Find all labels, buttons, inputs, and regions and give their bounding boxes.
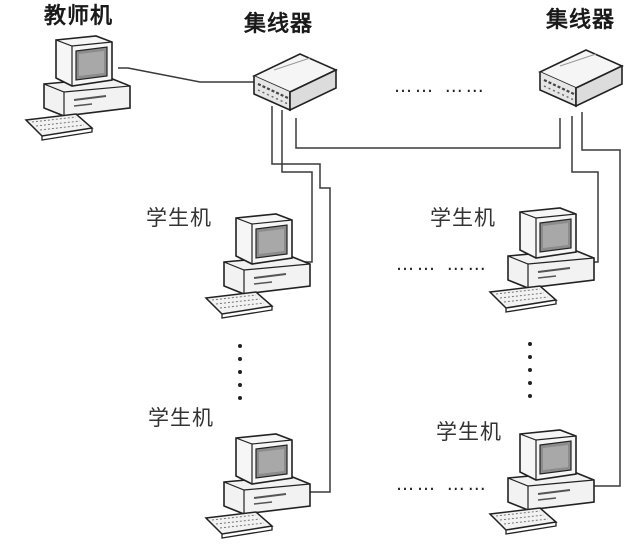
- link-hub2-student4: [581, 112, 621, 487]
- ellipsis-middle: …… ……: [396, 254, 489, 275]
- connection-lines: [118, 67, 621, 493]
- link-teacher-hub1: [118, 67, 256, 83]
- hub-label-right: 集线器: [546, 8, 616, 33]
- link-hub1-student2: [271, 106, 331, 493]
- vertical-ellipsis-left: [238, 344, 244, 409]
- teacher-label: 教师机: [44, 4, 114, 29]
- computer-icon: [205, 433, 311, 539]
- student-label: 学生机: [148, 406, 214, 430]
- vertical-ellipsis-right: [528, 342, 534, 407]
- ellipsis-top: …… ……: [394, 76, 487, 97]
- computer-icon: [25, 35, 131, 141]
- hub-icon: [252, 52, 338, 112]
- hub-label-left: 集线器: [244, 12, 314, 37]
- student-label: 学生机: [436, 420, 502, 444]
- computer-icon: [489, 207, 595, 313]
- link-hub1-hub2: [295, 118, 561, 149]
- hub-icon: [538, 48, 624, 108]
- student-label: 学生机: [430, 206, 496, 230]
- student-label: 学生机: [146, 206, 212, 230]
- ellipsis-bottom: …… ……: [396, 474, 489, 495]
- computer-icon: [489, 429, 595, 535]
- computer-icon: [205, 213, 311, 319]
